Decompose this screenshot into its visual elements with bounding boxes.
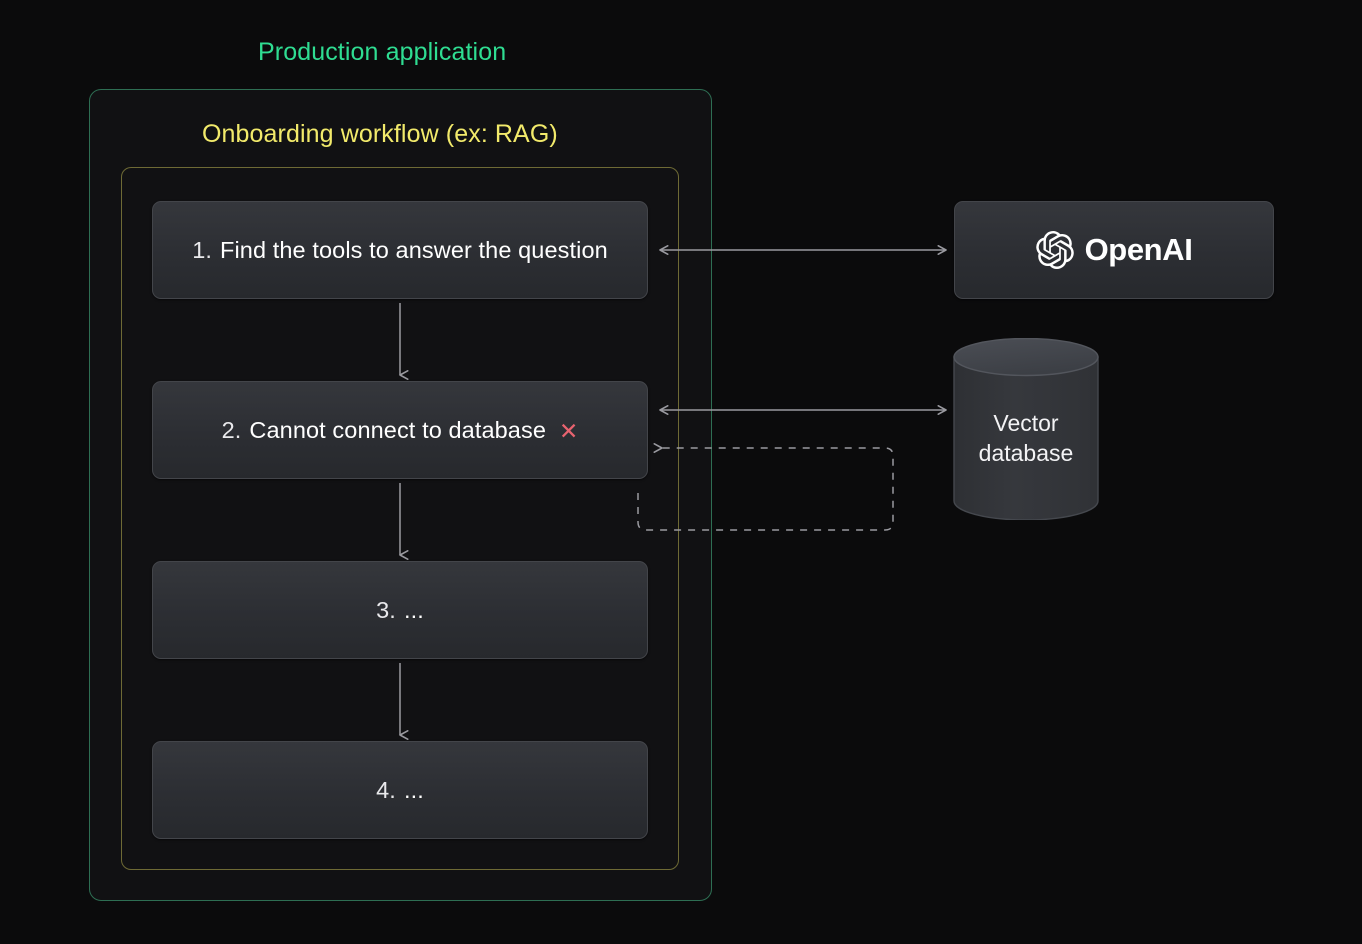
error-x-icon: ✕ (559, 417, 579, 444)
step-2-number: 2. (221, 416, 242, 443)
workflow-step-4[interactable]: 4. ... (152, 741, 648, 839)
step-3-label: ... (403, 596, 424, 623)
step-4-number: 4. (376, 776, 396, 803)
workflow-step-1[interactable]: 1. Find the tools to answer the question (152, 201, 648, 299)
step-1-number: 1. (192, 236, 213, 263)
step-3-number: 3. (376, 596, 396, 623)
openai-service-node[interactable]: OpenAI (954, 201, 1274, 299)
workflow-step-3[interactable]: 3. ... (152, 561, 648, 659)
database-cylinder-icon (953, 337, 1099, 521)
step-4-label: ... (403, 776, 424, 803)
openai-blossom-icon (1035, 231, 1074, 269)
production-application-title: Production application (258, 38, 507, 66)
onboarding-workflow-title: Onboarding workflow (ex: RAG) (202, 120, 558, 148)
step-1-label: Find the tools to answer the question (220, 236, 608, 263)
vector-database-node[interactable] (952, 337, 1100, 521)
step-2-label: Cannot connect to database (249, 416, 546, 443)
openai-label: OpenAI (1084, 232, 1193, 267)
workflow-step-2[interactable]: 2. Cannot connect to database ✕ (152, 381, 648, 479)
